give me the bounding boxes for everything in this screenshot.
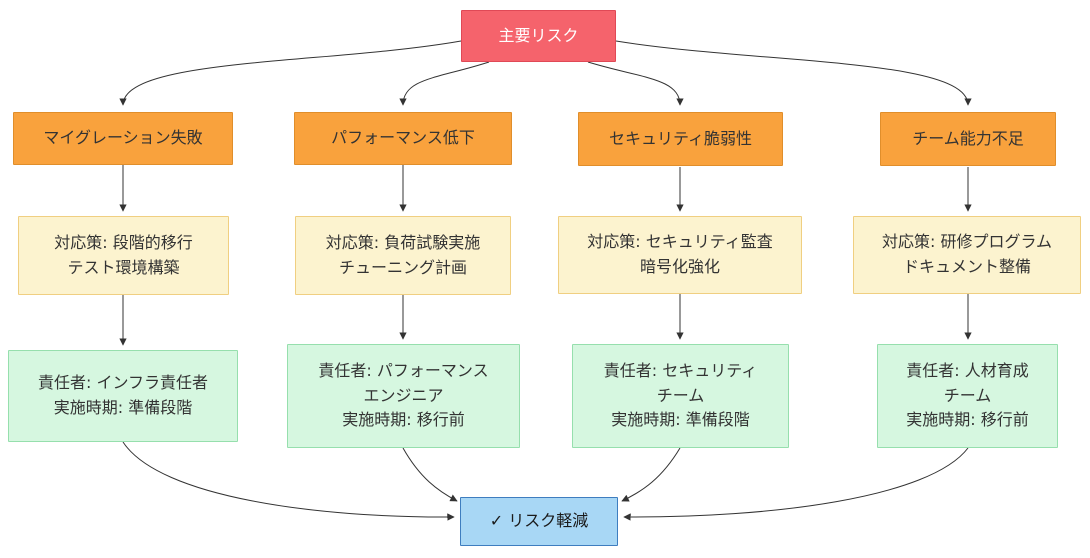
node-owner-hr-development-team: 責任者: 人材育成 チーム 実施時期: 移行前 [877,344,1058,448]
edge-root-risk1 [119,40,462,106]
node-main-risk-label: 主要リスク [498,25,579,45]
node-owner-security-team: 責任者: セキュリティ チーム 実施時期: 準備段階 [572,344,789,448]
node-mitigation-migration: 対応策: 段階的移行 テスト環境構築 [18,216,229,295]
owner-line: 責任者: パフォーマンス [318,360,489,380]
mitigation-line: 対応策: セキュリティ監査 [587,232,773,252]
node-risk-team-capability-label: チーム能力不足 [912,128,1024,148]
owner-line: 実施時期: 準備段階 [53,398,193,417]
node-risk-team-capability: チーム能力不足 [880,112,1056,166]
edge-root-risk2 [399,61,490,106]
edge-root-risk4 [615,40,972,106]
node-risk-mitigated-label: ✓ リスク軽減 [489,511,589,531]
mitigation-line: 暗号化強化 [639,257,720,276]
mitigation-line: ドキュメント整備 [902,257,1031,276]
owner-line: チーム [943,385,992,405]
node-risk-performance-degradation: パフォーマンス低下 [294,112,512,165]
owner-line: チーム [656,385,705,405]
node-risk-performance-degradation-label: パフォーマンス低下 [331,128,475,148]
edge-owner2-result [402,447,458,502]
mitigation-line: テスト環境構築 [67,257,180,277]
node-mitigation-performance: 対応策: 負荷試験実施 チューニング計画 [295,216,511,295]
edge-root-risk3 [587,61,684,106]
mitigation-line: 対応策: 段階的移行 [54,232,193,252]
owner-line: 実施時期: 準備段階 [611,410,750,430]
edge-owner4-result [623,447,969,521]
node-risk-security-vulnerability-label: セキュリティ脆弱性 [608,128,753,148]
node-risk-migration-failure-label: マイグレーション失敗 [43,128,203,148]
node-risk-security-vulnerability: セキュリティ脆弱性 [578,112,783,166]
node-owner-performance-engineer: 責任者: パフォーマンス エンジニア 実施時期: 移行前 [287,344,520,448]
node-mitigation-training: 対応策: 研修プログラム ドキュメント整備 [853,216,1081,294]
owner-line: 責任者: 人材育成 [906,360,1029,380]
node-owner-infra: 責任者: インフラ責任者 実施時期: 準備段階 [8,350,238,442]
owner-line: 実施時期: 移行前 [906,410,1029,430]
owner-line: 責任者: セキュリティ [603,360,758,380]
node-risk-mitigated: ✓ リスク軽減 [460,497,618,546]
mitigation-line: チューニング計画 [338,257,467,277]
edge-owner3-result [621,447,681,502]
node-main-risk: 主要リスク [461,10,616,62]
owner-line: 責任者: インフラ責任者 [38,373,208,393]
owner-line: 実施時期: 移行前 [342,410,465,430]
mitigation-line: 対応策: 研修プログラム [882,232,1052,252]
owner-line: エンジニア [363,385,444,405]
edge-owner1-result [122,441,455,521]
node-mitigation-security: 対応策: セキュリティ監査 暗号化強化 [558,216,802,294]
node-risk-migration-failure: マイグレーション失敗 [13,112,233,165]
mitigation-line: 対応策: 負荷試験実施 [325,232,481,252]
